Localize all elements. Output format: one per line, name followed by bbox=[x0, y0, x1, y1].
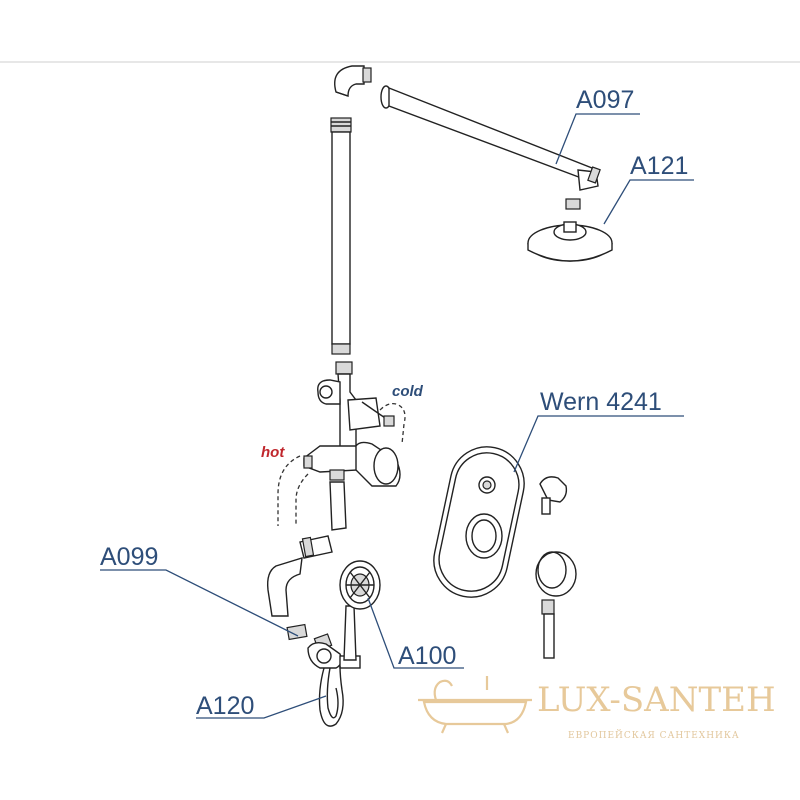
watermark-tagline: ЕВРОПЕЙСКАЯ САНТЕХНИКА bbox=[568, 729, 740, 741]
lever-handle bbox=[535, 551, 577, 659]
leader-a100 bbox=[367, 597, 464, 669]
hot-inlet-dashed-inner bbox=[295, 473, 309, 526]
leader-a099 bbox=[100, 569, 299, 637]
label-a099: A099 bbox=[100, 543, 158, 571]
label-wern: Wern 4241 bbox=[540, 388, 662, 416]
wall-holder-outlet bbox=[307, 633, 361, 669]
leader-a120 bbox=[196, 695, 327, 719]
leader-wern bbox=[513, 415, 684, 473]
riser-pipe bbox=[330, 117, 352, 355]
leader-a097 bbox=[555, 113, 640, 165]
diverter-knob bbox=[539, 476, 568, 515]
label-a120: A120 bbox=[196, 692, 254, 720]
label-a097: A097 bbox=[576, 86, 634, 114]
shower-hose-inner bbox=[326, 667, 339, 719]
elbow-connector bbox=[334, 65, 372, 97]
hot-inlet-dashed bbox=[277, 455, 301, 526]
shower-arm bbox=[380, 85, 601, 191]
leader-a121 bbox=[603, 179, 694, 225]
lower-outlet-pipe bbox=[266, 481, 347, 641]
mixer-valve-body bbox=[303, 361, 401, 487]
label-cold: cold bbox=[392, 383, 424, 400]
wall-plate bbox=[433, 446, 525, 598]
watermark-brand: LUX-SANTEH bbox=[537, 680, 776, 720]
label-hot: hot bbox=[261, 444, 285, 461]
watermark: LUX-SANTEH ЕВРОПЕЙСКАЯ САНТЕХНИКА bbox=[418, 676, 776, 741]
bathtub-logo-icon bbox=[418, 676, 532, 734]
label-a100: A100 bbox=[398, 642, 456, 670]
label-a121: A121 bbox=[630, 152, 688, 180]
shower-head bbox=[527, 198, 613, 262]
hand-shower bbox=[339, 560, 381, 661]
cold-inlet-dashed bbox=[379, 402, 406, 445]
